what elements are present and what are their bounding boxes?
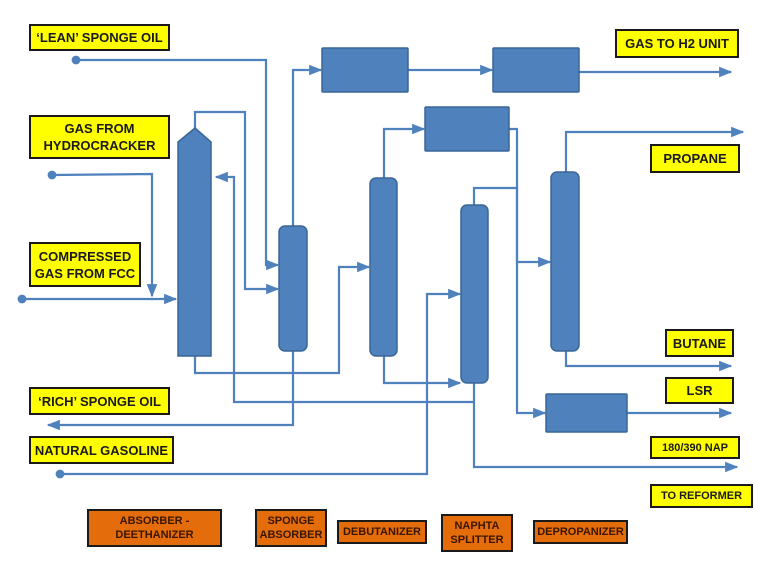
label-rich-sponge-oil: ‘RICH’ SPONGE OIL [29, 387, 170, 415]
unit-label-sponge-absorber: SPONGE ABSORBER [255, 509, 327, 547]
stream-sponge-overhead [291, 64, 323, 226]
debutanizer-column [369, 177, 398, 357]
unit-label-depropanizer: DEPROPANIZER [533, 520, 628, 544]
unit-label-absorber-deethanizer: ABSORBER - DEETHANIZER [87, 509, 222, 547]
label-natural-gasoline: NATURAL GASOLINE [29, 436, 174, 464]
unit-label-debutanizer: DEBUTANIZER [337, 520, 427, 544]
gas-exchanger-2 [492, 47, 580, 93]
label-gas-from-hydrocracker: GAS FROM HYDROCRACKER [29, 115, 170, 159]
label-to-reformer: TO REFORMER [650, 484, 753, 508]
label-lean-sponge-oil: ‘LEAN’ SPONGE OIL [29, 24, 170, 51]
unit-label-naphtha-splitter: NAPHTA SPLITTER [441, 514, 513, 552]
stream-propane [564, 126, 745, 172]
stream-natural-gasoline [55, 288, 462, 479]
stream-debutanizer-overhead [382, 123, 426, 178]
stream-lean-sponge-oil [71, 55, 280, 271]
naphtha-splitter-column [460, 204, 489, 384]
label-compressed-gas-fcc: COMPRESSED GAS FROM FCC [29, 242, 141, 287]
sponge-absorber-column [278, 225, 308, 352]
label-180-390-nap: 180/390 NAP [650, 436, 740, 459]
label-butane: BUTANE [665, 329, 734, 357]
absorber-deethanizer-column [177, 127, 212, 357]
stream-gas-from-hydrocracker [47, 170, 158, 298]
debutanizer-overhead-drum [424, 106, 510, 152]
stream-splitter-overhead [472, 186, 547, 419]
stream-to-reformer [472, 383, 739, 473]
lsr-exchanger [545, 393, 628, 433]
label-lsr: LSR [665, 377, 734, 404]
label-gas-to-h2: GAS TO H2 UNIT [615, 29, 739, 58]
stream-debutanizer-bottoms [382, 356, 462, 389]
stream-butane [564, 351, 733, 372]
label-propane: PROPANE [650, 144, 740, 173]
gas-exchanger-1 [321, 47, 409, 93]
stream-drum-to-depropanizer [509, 127, 552, 268]
depropanizer-column [550, 171, 580, 352]
